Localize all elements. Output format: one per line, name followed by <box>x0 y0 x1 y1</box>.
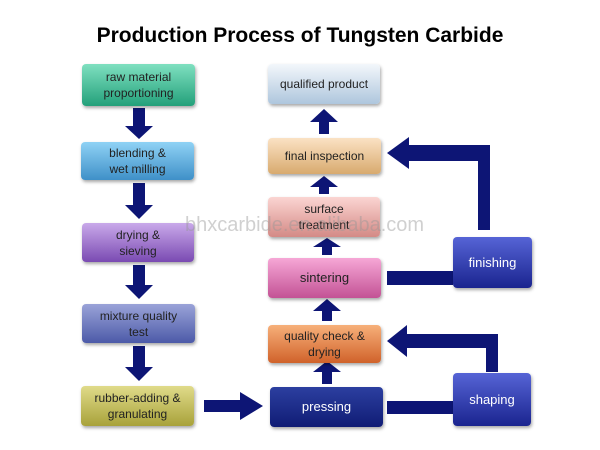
step-final-inspection: final inspection <box>268 138 381 174</box>
step-blending: blending & wet milling <box>81 142 194 180</box>
arrow-up-4 <box>310 176 338 194</box>
arrow-down-2 <box>125 183 153 219</box>
watermark: bhxcarbide.en.alibaba.com <box>185 214 425 236</box>
arrow-finishing-to-final-inspection <box>387 137 490 230</box>
diagram-title: Production Process of Tungsten Carbide <box>96 24 504 47</box>
step-qualified-product: qualified product <box>268 64 380 104</box>
step-mixture-test: mixture quality test <box>82 304 195 343</box>
step-surface-treatment: surface treatment <box>268 197 380 237</box>
arrow-shaping-to-quality-check <box>387 325 498 372</box>
step-finishing: finishing <box>453 237 532 288</box>
step-pressing: pressing <box>270 387 383 427</box>
step-sintering: sintering <box>268 258 381 298</box>
arrow-up-3 <box>313 238 341 255</box>
arrow-right-to-pressing <box>204 392 263 420</box>
arrow-up-5 <box>310 109 338 134</box>
step-granulating: rubber-adding & granulating <box>81 386 194 426</box>
arrow-up-2 <box>313 299 341 321</box>
arrow-down-3 <box>125 265 153 299</box>
step-shaping: shaping <box>453 373 531 426</box>
step-raw-material: raw material proportioning <box>82 64 195 106</box>
connector-sintering-finishing <box>387 271 453 285</box>
step-drying-sieving: drying & sieving <box>82 223 194 262</box>
arrow-down-1 <box>125 108 153 139</box>
arrow-down-4 <box>125 346 153 381</box>
arrow-up-1 <box>313 361 341 384</box>
connector-pressing-shaping <box>387 401 453 414</box>
step-quality-check: quality check & drying <box>268 325 381 363</box>
